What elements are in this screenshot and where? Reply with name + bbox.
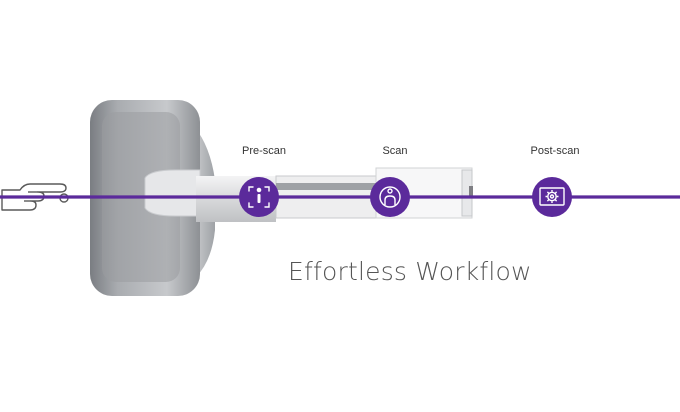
person-in-circle-icon bbox=[379, 186, 401, 208]
step-label-pre-scan: Pre-scan bbox=[241, 145, 287, 157]
step-node-post-scan bbox=[532, 177, 572, 217]
step-node-scan bbox=[370, 177, 410, 217]
step-label-scan: Scan bbox=[382, 145, 408, 157]
step-label-post-scan: Post-scan bbox=[530, 145, 580, 157]
image-gear-icon bbox=[539, 187, 565, 206]
person-in-frame-icon bbox=[248, 186, 270, 208]
step-node-pre-scan bbox=[239, 177, 279, 217]
headline: Effortless Workflow bbox=[288, 257, 532, 286]
scanner-arm-groove bbox=[276, 183, 376, 190]
scanner-arm-notch bbox=[469, 186, 473, 198]
scanner-neck bbox=[144, 169, 201, 217]
